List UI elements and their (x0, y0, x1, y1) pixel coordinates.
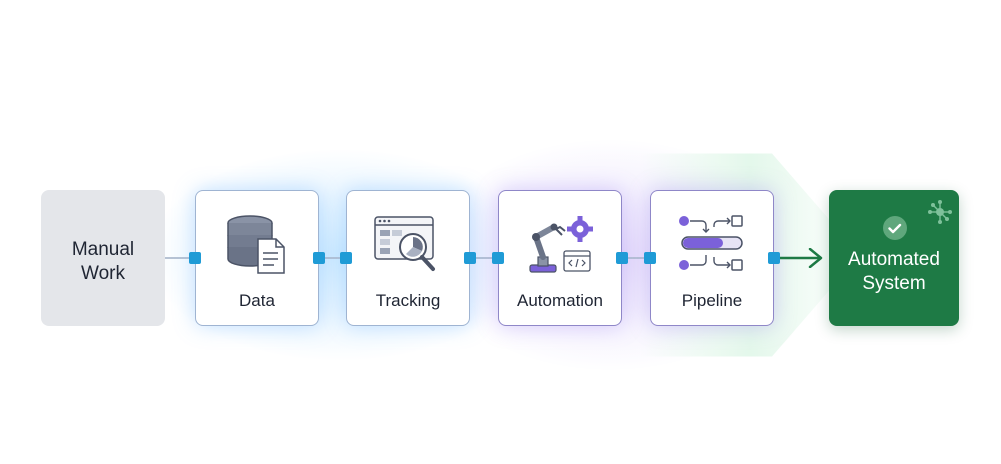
port-pipeline-in (644, 252, 656, 264)
connector-data-tracking (319, 257, 346, 259)
pipeline-node[interactable]: Pipeline (650, 190, 774, 326)
tracking-node[interactable]: Tracking (346, 190, 470, 326)
connector-automation-pipeline (622, 257, 650, 259)
manual-work-node[interactable]: Manual Work (41, 190, 165, 326)
pipeline-flow-icon (679, 215, 743, 271)
automated-label-line2: System (862, 273, 926, 294)
port-tracking-out (464, 252, 476, 264)
arrow-right-icon (780, 248, 823, 268)
robot-arm-gear-code-icon (529, 216, 593, 273)
port-tracking-in (340, 252, 352, 264)
automated-system-label: Automated System (829, 248, 959, 296)
pipeline-label: Pipeline (681, 291, 743, 310)
automated-system-node[interactable]: Automated System (829, 190, 959, 326)
automated-label-line1: Automated (848, 249, 940, 270)
port-automation-in (492, 252, 504, 264)
check-circle-icon (883, 216, 907, 240)
data-label: Data (239, 291, 275, 310)
port-automation-out (616, 252, 628, 264)
connector-manual-data (165, 257, 195, 259)
port-pipeline-out (768, 252, 780, 264)
port-data-out (313, 252, 325, 264)
manual-label-line2: Work (81, 263, 125, 284)
manual-label-line1: Manual (71, 239, 135, 260)
port-data-in (189, 252, 201, 264)
network-hub-icon (928, 200, 952, 224)
tracking-label: Tracking (375, 291, 441, 310)
browser-magnifier-chart-icon (374, 216, 435, 271)
data-node[interactable]: Data (195, 190, 319, 326)
manual-work-label: Manual Work (41, 238, 165, 286)
automation-label: Automation (517, 291, 603, 310)
database-document-icon (227, 215, 285, 274)
connector-tracking-automation (470, 257, 498, 259)
automation-node[interactable]: Automation (498, 190, 622, 326)
